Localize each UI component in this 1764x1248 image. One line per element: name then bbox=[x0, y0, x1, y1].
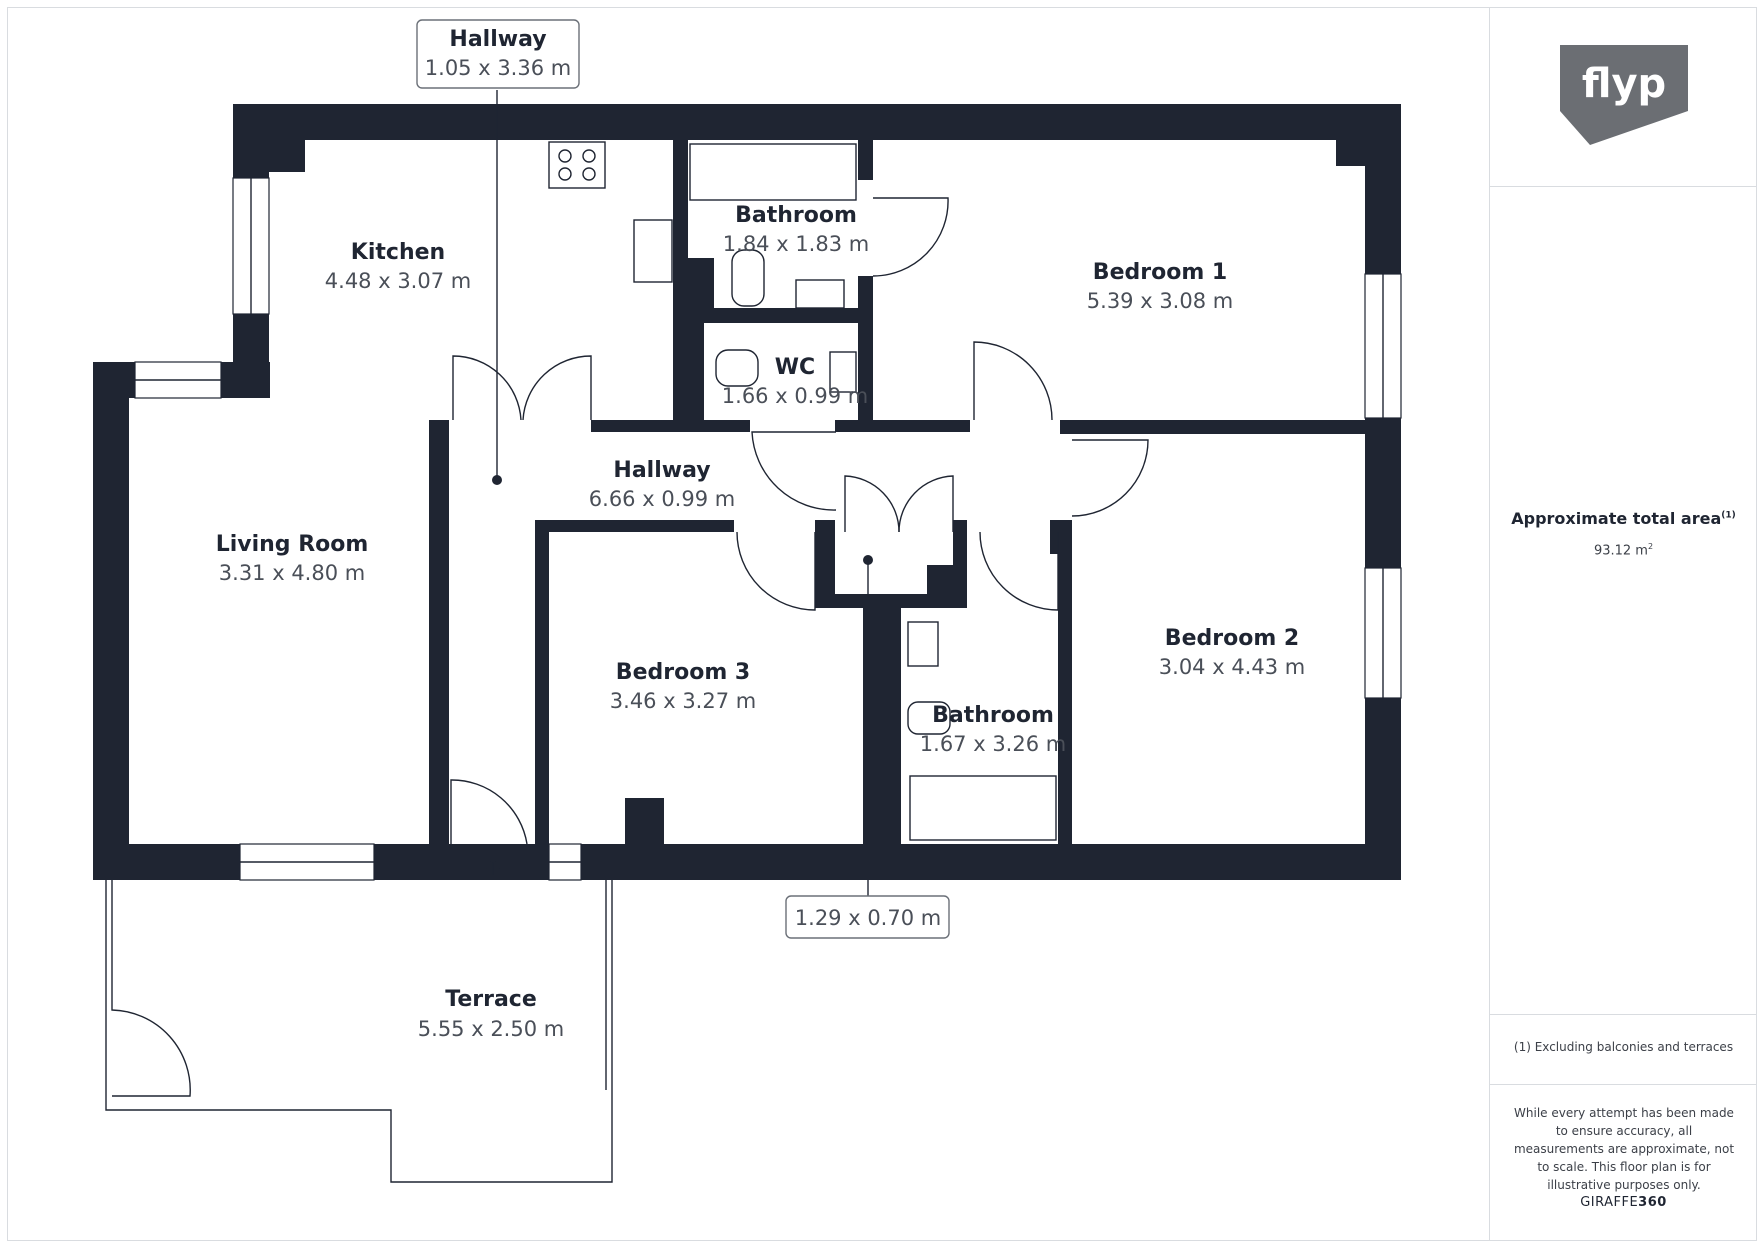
room-name-hallway-mid: Hallway bbox=[613, 458, 710, 483]
basin-low bbox=[907, 621, 939, 667]
windows bbox=[134, 177, 1402, 881]
flyp-logo: flyp bbox=[1560, 45, 1688, 145]
door-wc bbox=[751, 431, 837, 511]
interior-walls bbox=[429, 140, 1401, 844]
wall-living-hall bbox=[429, 420, 449, 844]
wall-right bbox=[1365, 104, 1401, 880]
area-footnote: (1) Excluding balconies and terraces bbox=[1513, 1040, 1734, 1054]
bath-tub-low bbox=[909, 775, 1057, 841]
sidebar-area-section bbox=[1490, 187, 1757, 1015]
room-name-bedroom3: Bedroom 3 bbox=[616, 660, 750, 685]
room-name-wc: WC bbox=[775, 355, 815, 380]
door-terrace bbox=[450, 779, 528, 845]
sidebar-footnote-section bbox=[1490, 1015, 1757, 1085]
door-kitchen-b bbox=[522, 355, 592, 421]
wall-wc-left bbox=[688, 323, 704, 420]
wall-bath-bed1-top bbox=[858, 140, 873, 180]
logo-text: flyp bbox=[1582, 61, 1666, 107]
room-dims-bathroom-top: 1.84 x 1.83 m bbox=[723, 232, 869, 256]
wall-top bbox=[233, 104, 1401, 140]
wall-cupboard-left bbox=[815, 520, 835, 608]
info-sidebar: flyp Approximate total area(1) 93.12 m2 … bbox=[1489, 7, 1757, 1241]
callout-hallway bbox=[416, 19, 580, 89]
terrace-outline bbox=[105, 880, 613, 1183]
area-value: 93.12 m2 bbox=[1593, 542, 1654, 559]
page-frame bbox=[7, 7, 1757, 1241]
wall-bed2-corner bbox=[1050, 520, 1072, 554]
door-bedroom2 bbox=[1071, 439, 1149, 517]
doors bbox=[450, 197, 1149, 875]
door-cupboard-b bbox=[898, 475, 954, 533]
door-bathroom-top bbox=[872, 197, 949, 277]
door-bathroom-low bbox=[979, 531, 1059, 611]
sidebar-logo-section: flyp bbox=[1490, 7, 1757, 187]
basin-top bbox=[795, 279, 845, 309]
toilet-top bbox=[731, 249, 765, 307]
door-bedroom3 bbox=[736, 531, 816, 611]
room-dims-hallway-mid: 6.66 x 0.99 m bbox=[589, 487, 735, 511]
brand-giraffe360: GIRAFFE360 bbox=[1580, 1195, 1667, 1210]
room-dims-terrace: 5.55 x 2.50 m bbox=[418, 1017, 564, 1041]
room-dims-hallway-top: 1.05 x 3.36 m bbox=[425, 56, 571, 80]
hallway-marker bbox=[492, 475, 502, 485]
toilet-low bbox=[907, 701, 951, 735]
wc-basin bbox=[829, 351, 857, 393]
outer-walls bbox=[93, 104, 1401, 880]
door-bedroom1 bbox=[973, 341, 1053, 421]
wall-bath-bed2 bbox=[1058, 520, 1072, 844]
room-name-bathroom-low: Bathroom bbox=[932, 703, 1054, 728]
door-cupboard-a bbox=[844, 475, 900, 533]
wall-wc-bottom bbox=[835, 420, 970, 432]
room-dims-bedroom2: 3.04 x 4.43 m bbox=[1159, 655, 1305, 679]
room-name-bedroom1: Bedroom 1 bbox=[1093, 260, 1227, 285]
room-dims-bedroom1: 5.39 x 3.08 m bbox=[1087, 289, 1233, 313]
wall-notch bbox=[269, 140, 305, 172]
wall-cupboard-block bbox=[927, 565, 967, 608]
room-name-bathroom-top: Bathroom bbox=[735, 203, 857, 228]
wc-toilet bbox=[715, 349, 759, 387]
room-name-terrace: Terrace bbox=[445, 987, 537, 1012]
wall-kitchen-bottom bbox=[591, 420, 750, 432]
wall-bath-wc bbox=[688, 308, 858, 323]
room-dims-cupboard: 1.29 x 0.70 m bbox=[795, 906, 941, 930]
wall-left bbox=[93, 362, 129, 880]
disclaimer: While every attempt has been made to ens… bbox=[1513, 1106, 1735, 1192]
room-dims-wc: 1.66 x 0.99 m bbox=[722, 384, 868, 408]
wall-bed1-bottom bbox=[1060, 420, 1401, 434]
room-name-living-room: Living Room bbox=[216, 532, 369, 557]
hob bbox=[548, 141, 606, 189]
room-dims-kitchen: 4.48 x 3.07 m bbox=[325, 269, 471, 293]
door-kitchen-a bbox=[452, 355, 522, 421]
room-dims-bathroom-low: 1.67 x 3.26 m bbox=[920, 732, 1066, 756]
room-dims-living-room: 3.31 x 4.80 m bbox=[219, 561, 365, 585]
room-name-kitchen: Kitchen bbox=[351, 240, 445, 265]
room-name-bedroom2: Bedroom 2 bbox=[1165, 626, 1299, 651]
floor-plan: Hallway 1.05 x 3.36 m 1.29 x 0.70 m Kitc… bbox=[93, 19, 1402, 1183]
door-terrace-gate bbox=[111, 880, 191, 1097]
area-title: Approximate total area(1) bbox=[1511, 509, 1736, 528]
wall-notch-right bbox=[1336, 140, 1365, 166]
room-dims-bedroom3: 3.46 x 3.27 m bbox=[610, 689, 756, 713]
kitchen-sink bbox=[633, 219, 673, 283]
room-name-hallway-top: Hallway bbox=[449, 27, 546, 52]
wall-bed3-top bbox=[535, 520, 734, 532]
wall-bath-bed3 bbox=[863, 608, 901, 844]
wall-bed3-pillar bbox=[625, 798, 664, 844]
wall-bath-block bbox=[688, 258, 714, 310]
wall-kitchen-bath bbox=[673, 140, 688, 420]
callout-cupboard bbox=[785, 895, 950, 939]
bath-tub-top bbox=[689, 143, 857, 201]
wall-bath-bed1 bbox=[858, 276, 873, 430]
entry-arrow bbox=[485, 858, 501, 875]
wall-bed3-left bbox=[535, 520, 549, 844]
fixtures bbox=[548, 141, 1057, 841]
